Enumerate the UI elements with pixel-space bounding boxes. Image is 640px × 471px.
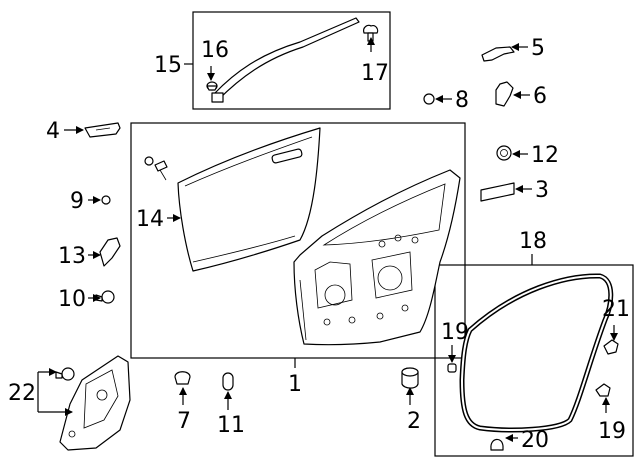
callout-8: 8 bbox=[455, 88, 469, 113]
part-10-clip bbox=[95, 290, 115, 304]
belt-moulding bbox=[211, 17, 360, 103]
part-9-plug bbox=[101, 195, 111, 205]
part-4-bracket bbox=[84, 122, 121, 138]
door-weatherstrip bbox=[459, 273, 614, 433]
callout-14: 14 bbox=[136, 207, 164, 232]
callout-19-left: 19 bbox=[441, 320, 469, 345]
part-12-grommet bbox=[496, 145, 512, 161]
inner-door-frame bbox=[293, 169, 461, 346]
part-21-clip bbox=[603, 339, 619, 355]
callout-20: 20 bbox=[521, 428, 549, 453]
part-22-clip bbox=[55, 367, 75, 381]
callout-22: 22 bbox=[8, 381, 36, 406]
part-8-plug bbox=[423, 93, 435, 105]
callout-9: 9 bbox=[70, 189, 84, 214]
door-screw bbox=[144, 156, 168, 181]
callout-13: 13 bbox=[58, 244, 86, 269]
callout-3: 3 bbox=[535, 178, 549, 203]
callout-16: 16 bbox=[201, 38, 229, 63]
callout-5: 5 bbox=[531, 36, 545, 61]
part-11-plug bbox=[222, 372, 234, 391]
callout-18: 18 bbox=[519, 229, 547, 254]
part-13-hinge bbox=[99, 237, 121, 267]
callout-17: 17 bbox=[361, 61, 389, 86]
callout-7: 7 bbox=[177, 409, 191, 434]
callout-12: 12 bbox=[531, 143, 559, 168]
weatherstrip-group-box bbox=[434, 264, 634, 457]
callout-1: 1 bbox=[288, 372, 302, 397]
callout-2: 2 bbox=[407, 409, 421, 434]
callout-6: 6 bbox=[533, 84, 547, 109]
outer-door-panel bbox=[177, 127, 321, 272]
moulding-clip-16 bbox=[206, 81, 218, 91]
moulding-group-box bbox=[192, 11, 391, 110]
part-5-bracket bbox=[481, 46, 515, 62]
part-20-clip bbox=[490, 438, 504, 451]
part-2-stopper bbox=[401, 367, 419, 389]
part-6-clip bbox=[495, 81, 514, 107]
callout-15: 15 bbox=[154, 53, 182, 78]
part-3-pad bbox=[480, 182, 515, 202]
door-shell-group-box bbox=[130, 122, 466, 359]
part-22-lock-bracket bbox=[59, 355, 131, 451]
part-19-clip-left bbox=[447, 363, 457, 373]
callout-19-right: 19 bbox=[598, 419, 626, 444]
callout-10: 10 bbox=[58, 287, 86, 312]
callout-11: 11 bbox=[217, 413, 245, 438]
part-19-clip-right bbox=[595, 383, 611, 397]
part-7-bumper bbox=[174, 371, 191, 385]
callout-21: 21 bbox=[602, 297, 630, 322]
callout-4: 4 bbox=[46, 119, 60, 144]
